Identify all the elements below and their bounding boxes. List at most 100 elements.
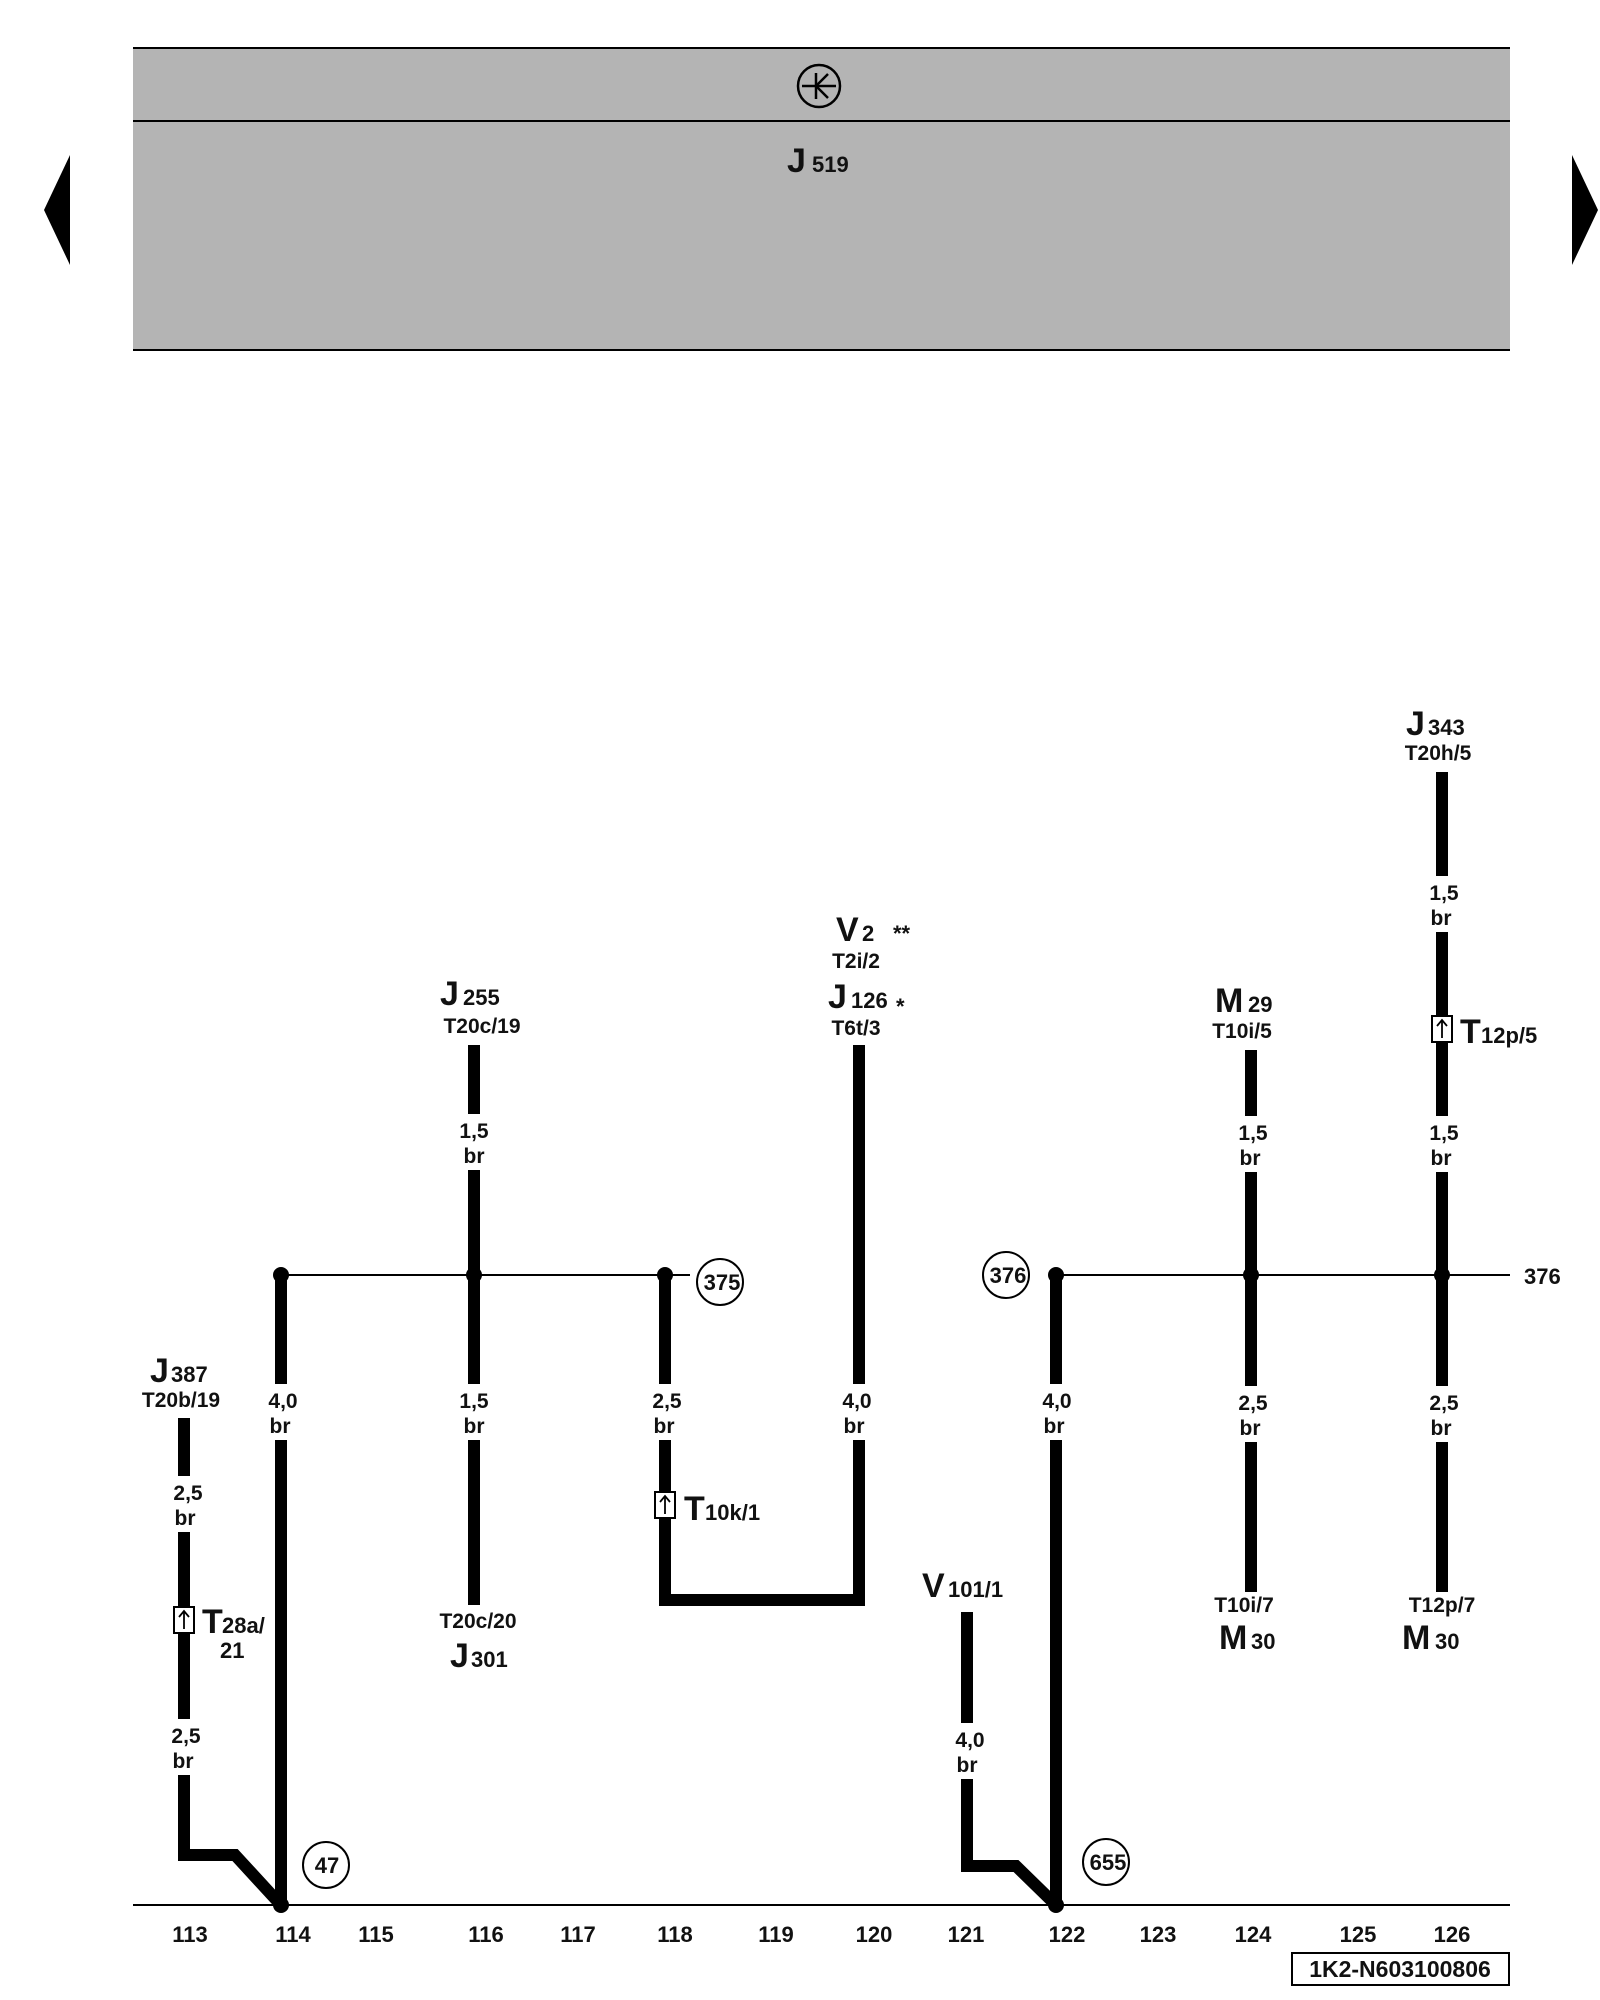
header-band: J 519 [133, 47, 1510, 351]
component-pin: T10i/5 [1212, 1020, 1272, 1043]
column-number: 120 [856, 1922, 893, 1947]
wire-color: br [654, 1415, 675, 1438]
component-number: 343 [1428, 715, 1465, 740]
wire-size: 1,5 [1238, 1122, 1268, 1145]
connector-letter: T [202, 1603, 223, 1641]
connector-letter: T [684, 1490, 705, 1528]
wire-color: br [464, 1145, 485, 1168]
wire-labels: 1,5 br 1,5 br 4,0 br 2,5 br 4,0 br 4,0 b… [164, 876, 1462, 1779]
component-mark: * [896, 994, 905, 1019]
ground-circle-icon [796, 63, 842, 109]
junction-dot [657, 1267, 673, 1283]
ref-47: 47 [315, 1853, 339, 1878]
triangle-right-icon[interactable] [1572, 155, 1598, 265]
component-j301: T20c/20 J 301 [439, 1610, 516, 1675]
ref-circle-47[interactable] [302, 1841, 350, 1889]
connector-t10k: T 10k/1 [654, 1490, 760, 1528]
component-pin: T20c/19 [443, 1015, 520, 1038]
component-letter: V [922, 1567, 945, 1605]
ref-375: 375 [704, 1270, 741, 1295]
column-number: 114 [275, 1922, 311, 1947]
component-letter: J [440, 975, 459, 1013]
junction-dot [1434, 1267, 1450, 1283]
wire-color: br [464, 1415, 485, 1438]
component-pin: T20c/20 [439, 1610, 516, 1633]
component-number: 101/1 [948, 1577, 1003, 1602]
component-m30-126: T12p/7 M 30 [1402, 1594, 1475, 1657]
wire-size: 4,0 [1042, 1390, 1071, 1413]
column-number: 126 [1434, 1922, 1471, 1947]
column-number: 119 [758, 1922, 794, 1947]
wire-color: br [270, 1415, 291, 1438]
bus-ref-376: 376 [1524, 1264, 1561, 1289]
wire-size: 4,0 [955, 1729, 984, 1752]
component-number: 255 [463, 985, 500, 1010]
component-number: 2 [862, 921, 874, 946]
column-number: 116 [468, 1922, 504, 1947]
wire-color: br [1431, 1147, 1452, 1170]
wires [178, 772, 1448, 1910]
connector-number: 10k/1 [705, 1500, 760, 1525]
junction-dot [273, 1267, 289, 1283]
wire-size: 4,0 [268, 1390, 297, 1413]
component-letter: M [1215, 982, 1243, 1020]
wire-size: 2,5 [1238, 1392, 1268, 1415]
component-letter: M [1219, 1619, 1247, 1657]
component-v2: V 2 ** T2i/2 [832, 911, 910, 973]
column-number: 121 [948, 1922, 985, 1947]
component-labels: J 255 T20c/19 T20c/20 J 301 V 2 ** T2i/2… [142, 705, 1475, 1675]
wire-color: br [173, 1750, 194, 1773]
component-pin: T6t/3 [831, 1017, 880, 1040]
column-number: 122 [1049, 1922, 1086, 1947]
circle-refs: 375 376 47 655 376 [302, 1251, 1561, 1889]
component-pin: T10i/7 [1214, 1594, 1274, 1617]
wire-113 [178, 1418, 286, 1910]
wire-color: br [844, 1415, 865, 1438]
component-j126: J 126 * T6t/3 [828, 978, 905, 1040]
column-number: 124 [1235, 1922, 1272, 1947]
connector-number: 28a/ [222, 1613, 265, 1638]
component-letter: J [1406, 705, 1425, 743]
column-number: 118 [657, 1922, 693, 1947]
component-mark: ** [893, 921, 911, 946]
component-number: 29 [1248, 992, 1272, 1017]
doc-id-frame [1291, 1952, 1510, 1986]
connector-number-line2: 21 [220, 1638, 244, 1663]
column-number: 117 [560, 1922, 596, 1947]
wire-size: 2,5 [171, 1725, 201, 1748]
component-number: 30 [1435, 1629, 1459, 1654]
component-number: 30 [1251, 1629, 1275, 1654]
component-j387: J 387 T20b/19 [142, 1352, 220, 1412]
component-letter: J [150, 1352, 169, 1390]
connector-t28a: T 28a/ 21 [173, 1603, 265, 1663]
ref-circle-655[interactable] [1082, 1838, 1130, 1886]
wire-size: 2,5 [173, 1482, 203, 1505]
junction-dot [1048, 1897, 1064, 1913]
connector-t12p5: T 12p/5 [1431, 1013, 1537, 1051]
ref-655: 655 [1090, 1850, 1127, 1875]
wire-size: 2,5 [1429, 1392, 1459, 1415]
component-number: 126 [851, 988, 888, 1013]
component-letter: M [1402, 1619, 1430, 1657]
wire-color: br [1240, 1417, 1261, 1440]
triangle-left-icon[interactable] [44, 155, 70, 265]
column-number: 125 [1340, 1922, 1377, 1947]
ref-circle-376[interactable] [982, 1251, 1030, 1299]
wire-color: br [1240, 1147, 1261, 1170]
wire-size: 2,5 [652, 1390, 682, 1413]
doc-id: 1K2-N603100806 [1309, 1956, 1491, 1982]
component-j255: J 255 T20c/19 [440, 975, 521, 1038]
wire-color: br [1431, 1417, 1452, 1440]
junctions [273, 1267, 1450, 1913]
wire-size: 4,0 [842, 1390, 871, 1413]
wire-color: br [175, 1507, 196, 1530]
wire-color: br [957, 1754, 978, 1777]
component-letter: J [450, 1637, 469, 1675]
junction-dot [466, 1267, 482, 1283]
wire-size: 1,5 [459, 1390, 489, 1413]
component-letter: J [828, 978, 847, 1016]
column-number: 113 [172, 1922, 208, 1947]
wire-size: 1,5 [1429, 882, 1459, 905]
ref-circle-375[interactable] [696, 1258, 744, 1306]
